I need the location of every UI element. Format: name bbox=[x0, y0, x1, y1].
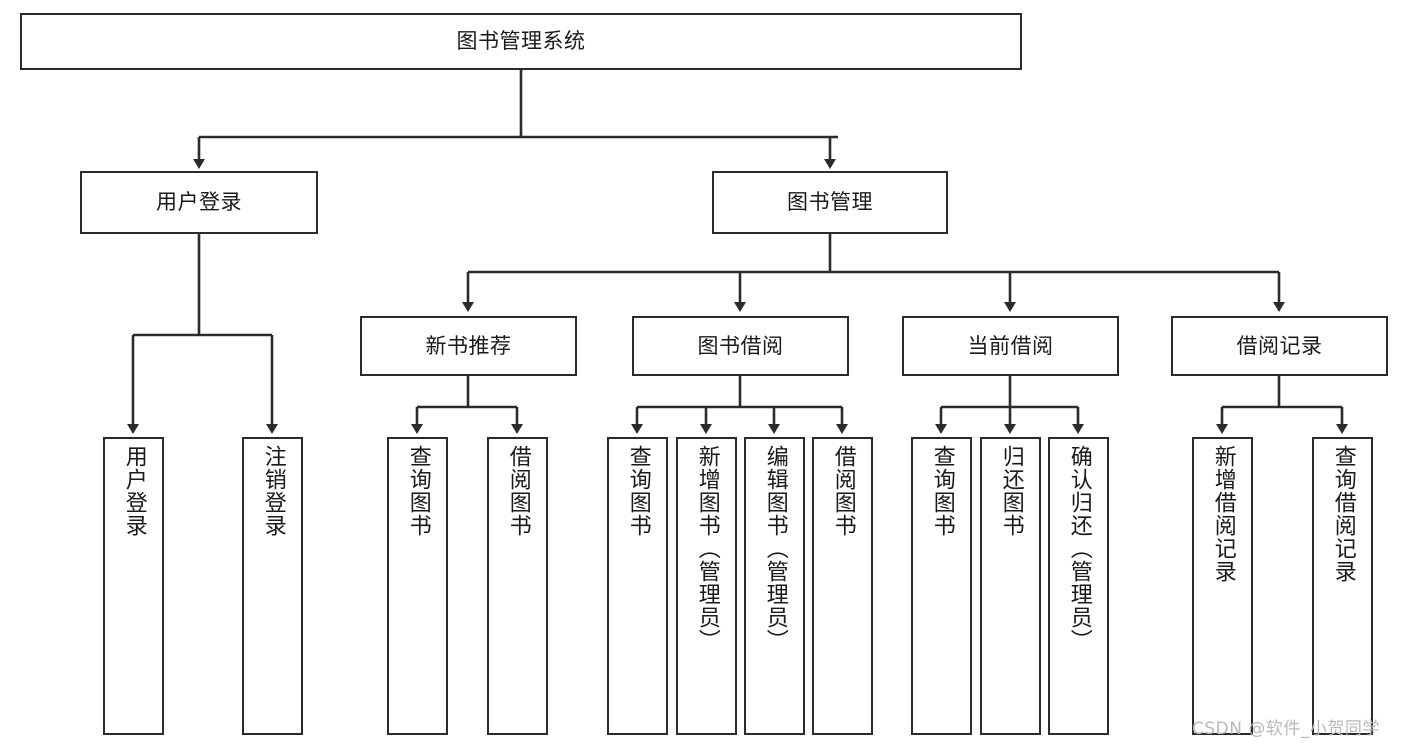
node-leaf-user-logout[interactable]: 注销登录 bbox=[242, 437, 303, 735]
node-leaf-user-logout-label: 注销登录 bbox=[260, 445, 286, 537]
node-leaf-query-record[interactable]: 查询借阅记录 bbox=[1312, 437, 1373, 735]
node-new-book-rec-label: 新书推荐 bbox=[425, 333, 512, 358]
node-leaf-confirm-return-label: 确认归还（管理员） bbox=[1066, 445, 1092, 652]
node-book-manage[interactable]: 图书管理 bbox=[712, 171, 948, 234]
node-leaf-borrow-book-2[interactable]: 借阅图书 bbox=[812, 437, 873, 735]
node-new-book-rec[interactable]: 新书推荐 bbox=[360, 316, 577, 376]
node-leaf-add-record[interactable]: 新增借阅记录 bbox=[1192, 437, 1253, 735]
node-current-borrow-label: 当前借阅 bbox=[967, 333, 1054, 358]
node-leaf-borrow-book-1[interactable]: 借阅图书 bbox=[487, 437, 548, 735]
node-leaf-add-record-label: 新增借阅记录 bbox=[1210, 445, 1236, 583]
node-root[interactable]: 图书管理系统 bbox=[20, 13, 1022, 70]
node-leaf-add-book-label: 新增图书（管理员） bbox=[694, 445, 720, 652]
node-leaf-query-book-2-label: 查询图书 bbox=[625, 445, 651, 537]
node-leaf-return-book[interactable]: 归还图书 bbox=[980, 437, 1041, 735]
node-leaf-add-book[interactable]: 新增图书（管理员） bbox=[676, 437, 737, 735]
node-leaf-query-book-3-label: 查询图书 bbox=[929, 445, 955, 537]
node-book-borrow-label: 图书借阅 bbox=[697, 333, 784, 358]
node-leaf-query-book-1-label: 查询图书 bbox=[405, 445, 431, 537]
node-root-label: 图书管理系统 bbox=[456, 29, 586, 54]
node-user-login[interactable]: 用户登录 bbox=[80, 171, 318, 234]
node-current-borrow[interactable]: 当前借阅 bbox=[902, 316, 1119, 376]
node-leaf-borrow-book-1-label: 借阅图书 bbox=[505, 445, 531, 537]
node-leaf-edit-book-label: 编辑图书（管理员） bbox=[762, 445, 788, 652]
node-borrow-record-label: 借阅记录 bbox=[1236, 333, 1323, 358]
node-leaf-borrow-book-2-label: 借阅图书 bbox=[830, 445, 856, 537]
node-book-borrow[interactable]: 图书借阅 bbox=[632, 316, 849, 376]
node-leaf-query-record-label: 查询借阅记录 bbox=[1330, 445, 1356, 583]
node-leaf-query-book-1[interactable]: 查询图书 bbox=[387, 437, 448, 735]
node-leaf-return-book-label: 归还图书 bbox=[998, 445, 1024, 537]
node-user-login-label: 用户登录 bbox=[156, 190, 242, 215]
node-leaf-user-login-label: 用户登录 bbox=[121, 445, 147, 537]
node-leaf-query-book-2[interactable]: 查询图书 bbox=[607, 437, 668, 735]
node-leaf-confirm-return[interactable]: 确认归还（管理员） bbox=[1048, 437, 1109, 735]
node-leaf-edit-book[interactable]: 编辑图书（管理员） bbox=[744, 437, 805, 735]
node-borrow-record[interactable]: 借阅记录 bbox=[1171, 316, 1388, 376]
node-book-manage-label: 图书管理 bbox=[787, 190, 873, 215]
node-leaf-user-login[interactable]: 用户登录 bbox=[103, 437, 164, 735]
csdn-watermark: CSDN @软件_小贺同学 bbox=[1192, 719, 1380, 739]
node-leaf-query-book-3[interactable]: 查询图书 bbox=[911, 437, 972, 735]
